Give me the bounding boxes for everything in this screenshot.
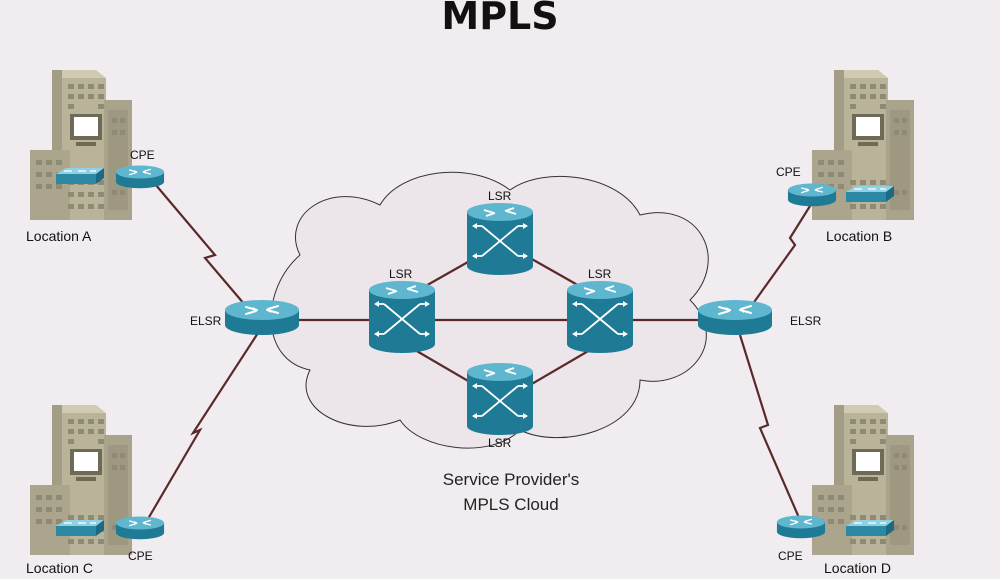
switch-location-a <box>55 167 105 185</box>
switch-location-b <box>845 185 895 203</box>
lsr-router-bottom <box>466 362 534 436</box>
label-cpe-d: CPE <box>778 549 803 563</box>
cloud-caption-line2: MPLS Cloud <box>463 495 559 514</box>
label-lsr-top: LSR <box>488 189 512 203</box>
cpe-router-d <box>776 514 826 539</box>
label-location-b: Location B <box>826 228 893 244</box>
label-elsr-right: ELSR <box>790 314 822 328</box>
cpe-router-c <box>115 515 165 540</box>
switch-location-c <box>55 519 105 537</box>
network-links <box>144 183 821 525</box>
lsr-router-right <box>566 280 634 354</box>
cpe-router-a <box>115 164 165 189</box>
cpe-router-b <box>787 182 837 207</box>
label-lsr-left: LSR <box>389 267 413 281</box>
label-cpe-a: CPE <box>130 148 155 162</box>
label-location-c: Location C <box>26 560 93 576</box>
building-location-a <box>30 70 132 220</box>
mpls-cloud <box>270 171 709 449</box>
lsr-router-left <box>368 280 436 354</box>
label-elsr-left: ELSR <box>190 314 222 328</box>
label-lsr-bottom: LSR <box>488 436 512 450</box>
switch-location-d <box>845 519 895 537</box>
label-cpe-c: CPE <box>128 549 153 563</box>
label-location-a: Location A <box>26 228 92 244</box>
cloud-caption-line1: Service Provider's <box>442 470 580 489</box>
label-cpe-b: CPE <box>776 165 801 179</box>
lsr-router-top <box>466 202 534 276</box>
label-lsr-right: LSR <box>588 267 612 281</box>
diagram-title: MPLS <box>441 0 559 38</box>
label-location-d: Location D <box>824 560 891 576</box>
elsr-router-left <box>224 299 300 336</box>
elsr-router-right <box>697 299 773 336</box>
